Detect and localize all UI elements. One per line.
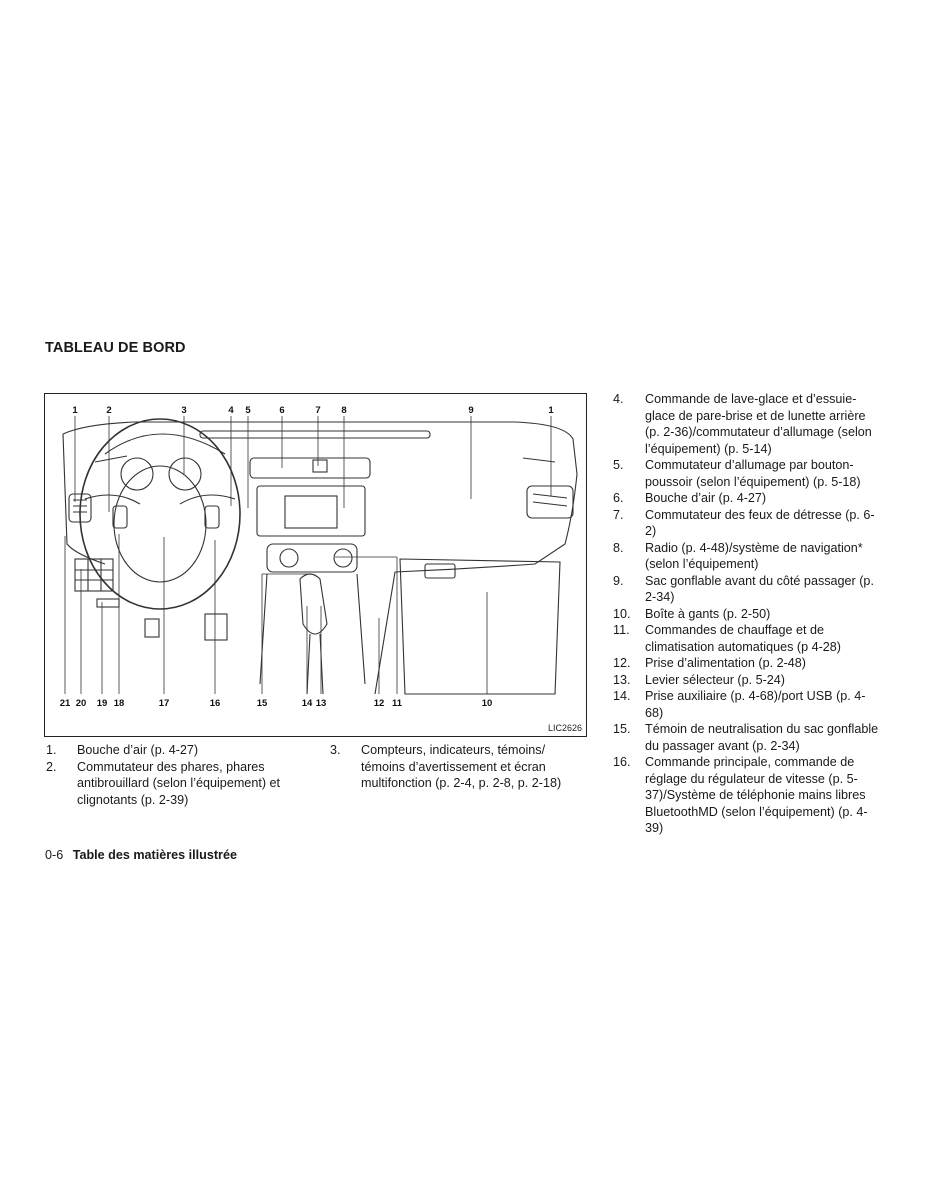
dashboard-drawing [62, 416, 578, 695]
list-item: 6.Bouche d’air (p. 4-27) [613, 491, 767, 505]
callout-11: 11 [391, 698, 403, 709]
callout-5: 5 [245, 405, 251, 416]
callout-18: 18 [113, 698, 125, 709]
callout-14: 14 [301, 698, 313, 709]
list-item: 1.Bouche d’air (p. 4-27) [46, 743, 199, 757]
list-item: 15.Témoin de neutralisation du sac gonfl… [613, 722, 879, 753]
callout-17: 17 [158, 698, 170, 709]
callout-6: 6 [279, 405, 285, 416]
figure-id-label: LIC2626 [547, 723, 582, 733]
callout-8: 8 [341, 405, 347, 416]
callout-3: 3 [181, 405, 187, 416]
section-title: TABLEAU DE BORD [45, 340, 186, 356]
callout-15: 15 [256, 698, 268, 709]
list-item: 14.Prise auxiliaire (p. 4-68)/port USB (… [613, 689, 866, 720]
callout-7: 7 [315, 405, 321, 416]
page-footer: 0-6 Table des matières illustrée [45, 848, 237, 862]
callout-1-right: 1 [548, 405, 554, 416]
callout-9: 9 [468, 405, 474, 416]
list-item: 8.Radio (p. 4-48)/système de navigation*… [613, 540, 863, 572]
list-item: 10.Boîte à gants (p. 2-50) [613, 606, 771, 621]
callout-16: 16 [209, 698, 221, 709]
callout-4: 4 [228, 405, 234, 416]
list-item: 16.Commande principale, commande de régl… [613, 755, 868, 835]
legend-list-left: 1.Bouche d’air (p. 4-27) 2.Commutateur d… [46, 742, 318, 808]
callout-1-left: 1 [72, 405, 78, 416]
list-item: 9.Sac gonflable avant du côté passager (… [613, 573, 874, 605]
list-item: 7.Commutateur des feux de détresse (p. 6… [613, 507, 875, 539]
list-item: 11.Commandes de chauffage et de climatis… [613, 623, 841, 654]
callout-13: 13 [315, 698, 327, 709]
list-item: 4.Commande de lave-glace et d’essuie-gla… [613, 392, 872, 456]
callout-2: 2 [106, 405, 112, 416]
list-item: 13.Levier sélecteur (p. 5-24) [613, 672, 785, 687]
page-number: 0-6 [45, 848, 64, 862]
callout-19: 19 [96, 698, 108, 709]
list-item: 12.Prise d’alimentation (p. 2-48) [613, 656, 806, 670]
dashboard-illustration: 1 2 3 4 5 6 7 8 9 1 21 20 19 18 17 16 15… [44, 393, 587, 737]
callout-20: 20 [75, 698, 87, 709]
list-item: 2.Commutateur des phares, phares antibro… [46, 759, 281, 807]
list-item: 3.Compteurs, indicateurs, témoins/ témoi… [330, 743, 562, 790]
legend-list-right: 4.Commande de lave-glace et d’essuie-gla… [613, 391, 883, 837]
legend-list-middle: 3.Compteurs, indicateurs, témoins/ témoi… [330, 742, 570, 792]
list-item: 5.Commutateur d’allumage par bouton-pous… [613, 458, 861, 489]
callout-21: 21 [59, 698, 71, 709]
callout-12: 12 [373, 698, 385, 709]
footer-title: Table des matières illustrée [72, 848, 237, 862]
callout-10: 10 [481, 698, 493, 709]
